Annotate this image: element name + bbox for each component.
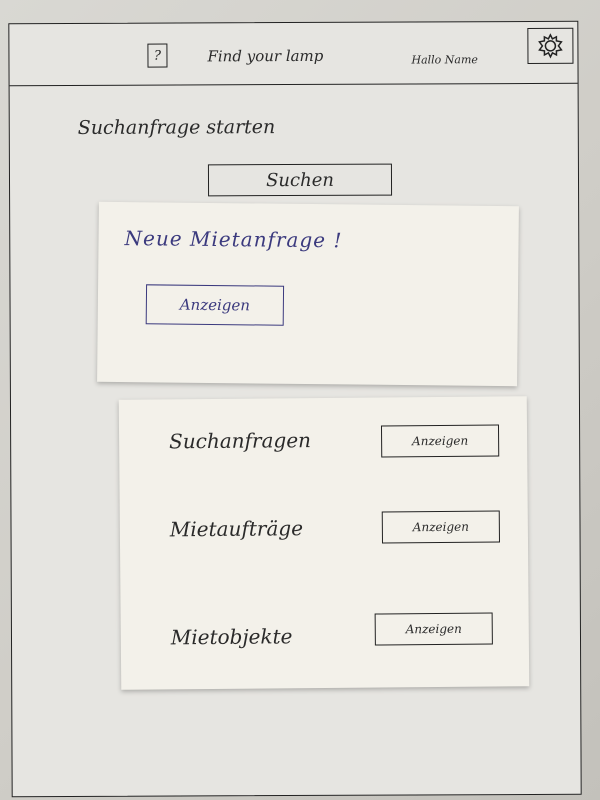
sketch-page: ? Find your lamp Hallo Name Suchanfrage …: [8, 20, 582, 798]
header-bar: ? Find your lamp Hallo Name: [9, 21, 578, 87]
show-rental-objects-button[interactable]: Anzeigen: [374, 612, 493, 646]
rental-orders-label: Mietaufträge: [169, 516, 304, 542]
overview-note: Suchanfragen Anzeigen Mietaufträge Anzei…: [118, 396, 530, 690]
show-rental-orders-button[interactable]: Anzeigen: [381, 510, 501, 544]
rental-objects-label: Mietobjekte: [170, 624, 293, 650]
help-icon: ?: [153, 48, 161, 64]
new-rental-request-title: Neue Mietanfrage !: [124, 226, 343, 253]
search-requests-label: Suchanfragen: [169, 428, 312, 454]
gear-icon: [538, 33, 563, 59]
search-button[interactable]: Suchen: [207, 163, 393, 197]
app-title: Find your lamp: [207, 46, 324, 66]
search-section-label: Suchanfrage starten: [77, 116, 276, 139]
new-rental-request-note: Neue Mietanfrage ! Anzeigen: [97, 201, 519, 387]
settings-button[interactable]: [527, 27, 574, 64]
show-search-requests-button[interactable]: Anzeigen: [380, 424, 500, 458]
user-greeting: Hallo Name: [411, 53, 478, 67]
show-rental-request-button[interactable]: Anzeigen: [145, 284, 285, 326]
help-button[interactable]: ?: [147, 43, 168, 68]
